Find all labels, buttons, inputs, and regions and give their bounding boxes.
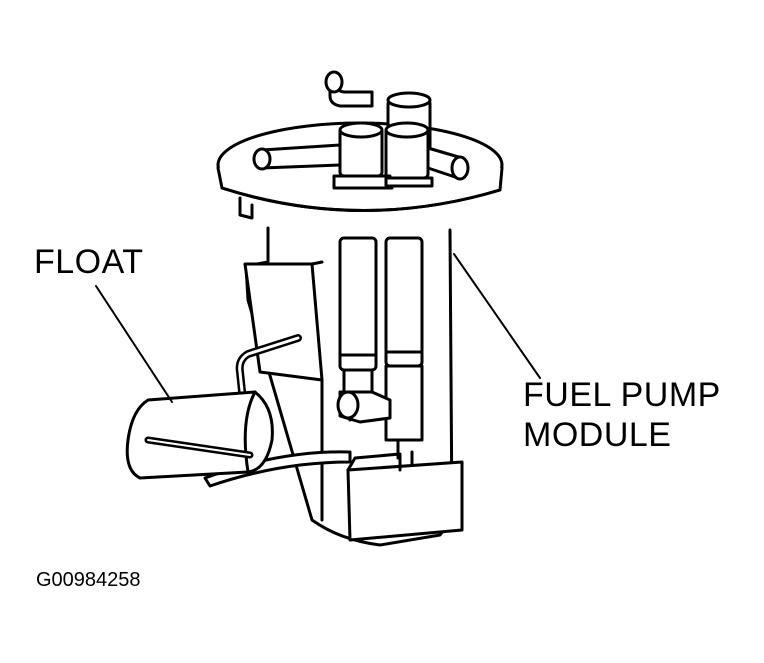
fuel-pump-module-label-line1: FUEL PUMP [523,376,721,414]
pump-tubes [338,236,424,442]
float-arm [235,334,302,472]
module-leader-line [453,253,541,379]
figure-id: G00984258 [36,569,141,591]
float [125,390,274,480]
float-leader-line [95,285,173,403]
check-valve [336,390,392,424]
float-label: FLOAT [34,243,144,281]
outlet-fittings [252,70,470,190]
leader-lines [95,253,541,403]
fuel-pump-module-label-line2: MODULE [523,416,672,454]
filter-block [346,438,464,542]
